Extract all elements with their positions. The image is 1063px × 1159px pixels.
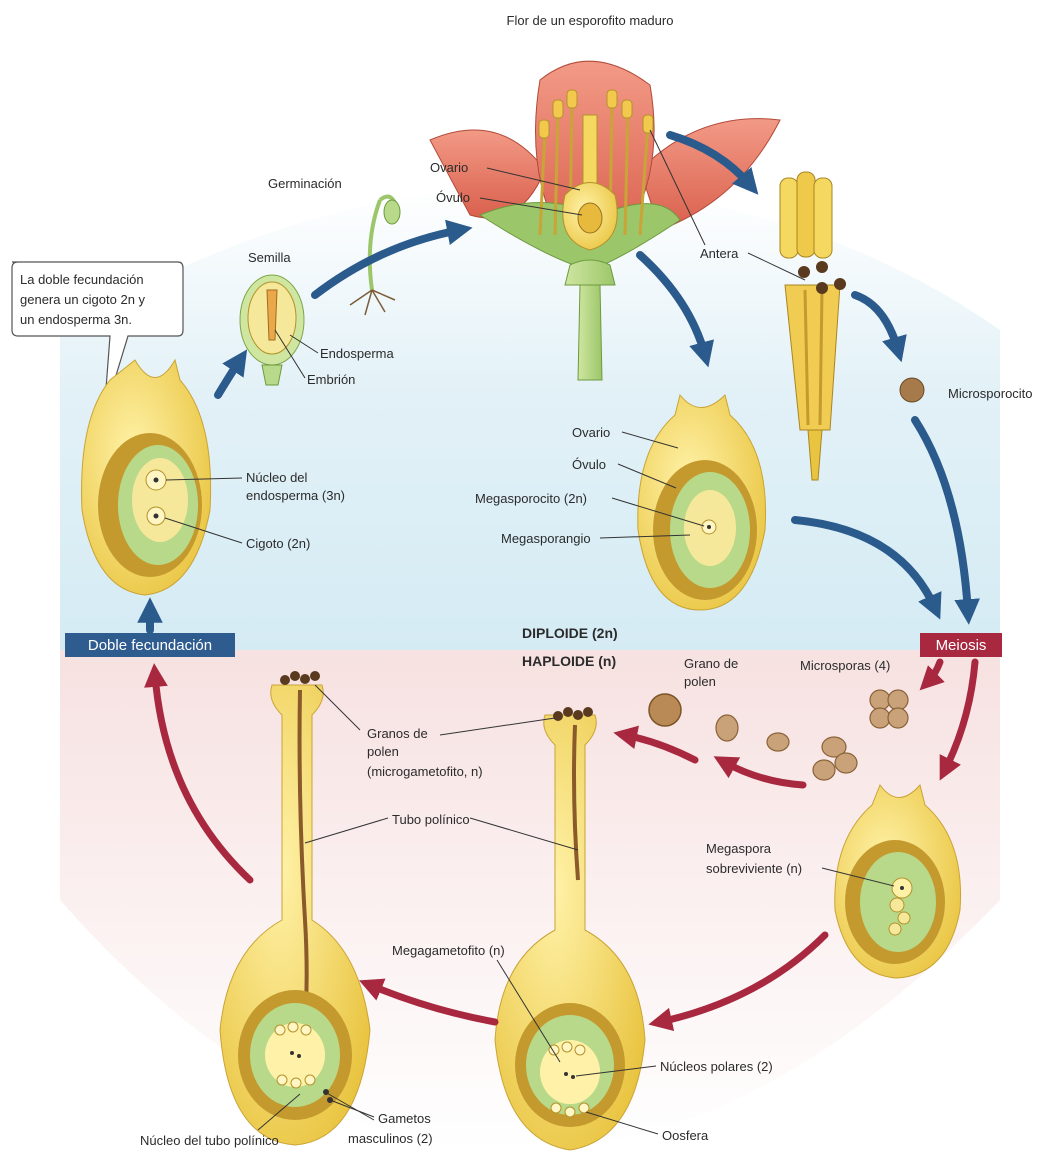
granos-line-1: Granos de (367, 726, 428, 741)
gametos-line-2: masculinos (2) (348, 1131, 433, 1146)
mega-ovario-label: Ovario (572, 425, 610, 440)
embrion-label: Embrión (307, 372, 355, 387)
megaspora-line-2: sobreviviente (n) (706, 861, 802, 876)
nucleo-tubo-label: Núcleo del tubo polínico (140, 1133, 279, 1148)
megagametofito-label: Megagametofito (n) (392, 943, 505, 958)
flower-antera-label: Antera (700, 246, 739, 261)
grano-polen-line-2: polen (684, 674, 716, 689)
nucleos-polares-label: Núcleos polares (2) (660, 1059, 773, 1074)
callout-line-3: un endosperma 3n. (20, 312, 132, 327)
title: Flor de un esporofito maduro (507, 13, 674, 28)
granos-line-2: polen (367, 744, 399, 759)
megaspora-line-1: Megaspora (706, 841, 772, 856)
endosperma-label: Endosperma (320, 346, 394, 361)
doble-fecundacion-text: Doble fecundación (88, 637, 212, 654)
cigoto-label: Cigoto (2n) (246, 536, 310, 551)
microsporocito-label: Microsporocito (948, 386, 1033, 401)
nucleo-endosperma-line-2: endosperma (3n) (246, 488, 345, 503)
grano-polen-line-1: Grano de (684, 656, 738, 671)
germinacion-label: Germinación (268, 176, 342, 191)
megasporocito-label: Megasporocito (2n) (475, 491, 587, 506)
gametos-line-1: Gametos (378, 1111, 431, 1126)
haploide-label: HAPLOIDE (n) (522, 653, 616, 669)
mega-ovulo-label: Óvulo (572, 457, 606, 472)
nucleo-endosperma-line-1: Núcleo del (246, 470, 308, 485)
meiosis-text: Meiosis (936, 637, 987, 654)
flower-ovulo-label: Óvulo (436, 190, 470, 205)
megasporangio-label: Megasporangio (501, 531, 591, 546)
pollen-grain (649, 694, 681, 726)
flower-ovario-label: Ovario (430, 160, 468, 175)
tubo-polinico-label: Tubo polínico (392, 812, 470, 827)
fertilized-ovule (82, 360, 211, 595)
granos-line-3: (microgametofito, n) (367, 764, 483, 779)
microsporocyte-cell (900, 378, 924, 402)
callout-line-2: genera un cigoto 2n y (20, 292, 146, 307)
semilla-label: Semilla (248, 250, 291, 265)
diploide-label: DIPLOIDE (2n) (522, 625, 618, 641)
oosfera-label: Oosfera (662, 1128, 709, 1143)
microsporas-label: Microsporas (4) (800, 658, 890, 673)
callout-line-1: La doble fecundación (20, 272, 144, 287)
